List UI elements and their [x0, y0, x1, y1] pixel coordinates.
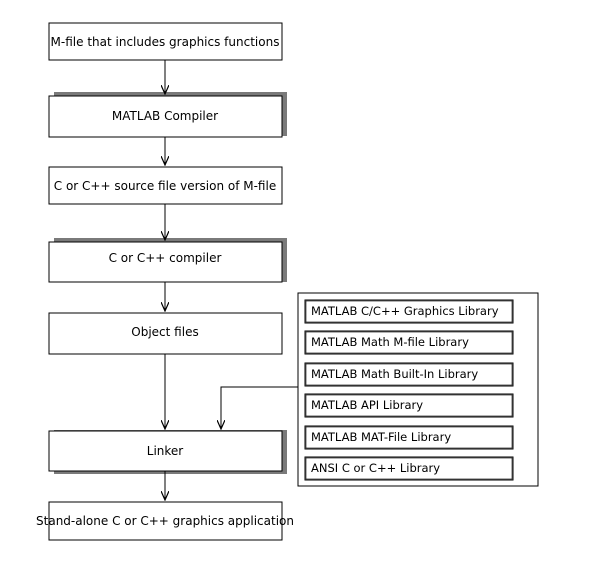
step-mfile-label: M-file that includes graphics functions [51, 35, 280, 49]
library-item: MATLAB C/C++ Graphics Library [304, 299, 514, 324]
library-item: MATLAB API Library [304, 393, 514, 418]
step-mfile-box: M-file that includes graphics functions [48, 22, 283, 61]
library-matfile-label: MATLAB MAT-File Library [311, 430, 451, 444]
step-c-compiler-label: C or C++ compiler [109, 251, 222, 265]
step-object-files-label: Object files [131, 325, 198, 339]
arrow-libraries-to-linker [221, 386, 298, 429]
library-item: ANSI C or C++ Library [304, 456, 514, 481]
library-math-builtin-label: MATLAB Math Built-In Library [311, 367, 478, 381]
step-c-source-box: C or C++ source file version of M-file [48, 166, 283, 205]
library-ansi-label: ANSI C or C++ Library [311, 461, 440, 475]
library-api-label: MATLAB API Library [311, 398, 423, 412]
step-c-source-label: C or C++ source file version of M-file [54, 179, 276, 193]
library-item: MATLAB MAT-File Library [304, 425, 514, 450]
step-standalone-app-box: Stand-alone C or C++ graphics applicatio… [36, 501, 294, 541]
step-standalone-app-label: Stand-alone C or C++ graphics applicatio… [36, 514, 294, 528]
library-item: MATLAB Math Built-In Library [304, 362, 514, 387]
step-linker-box: Linker [48, 430, 283, 472]
library-item: MATLAB Math M-file Library [304, 330, 514, 355]
step-matlab-compiler-label: MATLAB Compiler [112, 109, 218, 123]
step-matlab-compiler-box: MATLAB Compiler [48, 95, 283, 138]
library-graphics-label: MATLAB C/C++ Graphics Library [311, 304, 499, 318]
library-math-mfile-label: MATLAB Math M-file Library [311, 335, 469, 349]
step-c-compiler-box: C or C++ compiler [48, 241, 283, 283]
step-object-files-box: Object files [48, 312, 283, 355]
step-linker-label: Linker [147, 444, 184, 458]
library-group-box [297, 292, 539, 487]
